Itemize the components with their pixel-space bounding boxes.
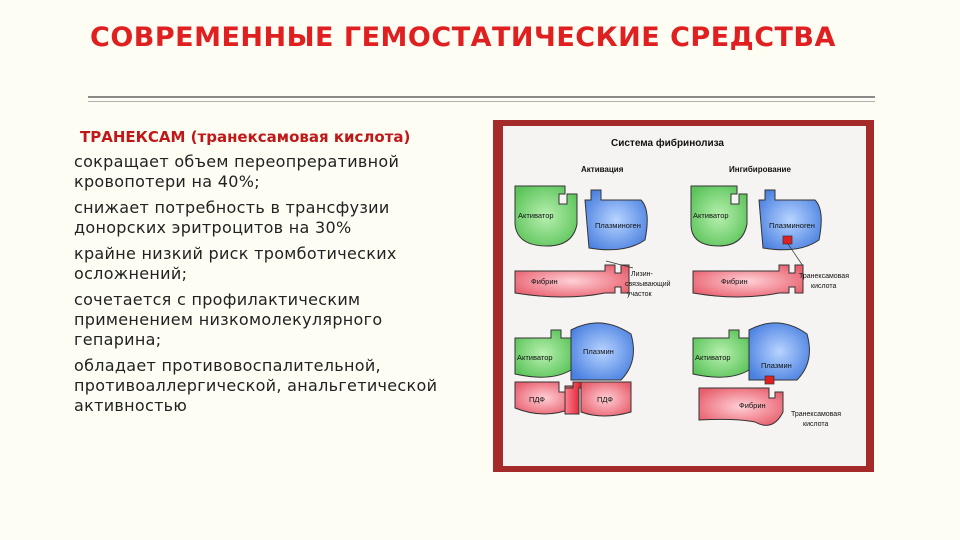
plasmin-label-2: Плазмин [761,361,792,370]
pdf-label-right: ПДФ [597,395,613,404]
drug-subtitle: ТРАНЕКСАМ (транексамовая кислота) [80,128,411,146]
tranexamic-marker [782,235,793,245]
inhibition-heading: Ингибирование [729,165,791,174]
activator-shape-2 [514,329,572,378]
activator-label-3: Активатор [693,211,729,220]
title-divider-thin [88,101,875,102]
fibrin-label-2: Фибрин [721,277,748,286]
tranexamic-label: кислота [811,283,837,290]
activator-label: Активатор [518,211,554,220]
list-item: крайне низкий риск тромботических осложн… [74,244,397,283]
tranexamic-label-2: Транексамовая [791,411,841,418]
title-divider [88,96,875,98]
plasminogen-label: Плазминоген [595,221,641,230]
activator-shape-3 [690,185,748,247]
benefits-list: сокращает объем переопреративной кровопо… [74,152,494,422]
pointer-line [605,260,634,269]
lysine-site-label: участок [627,291,653,298]
pdf-shape-left [514,381,574,415]
fibrin-label-3: Фибрин [739,401,766,410]
lysine-site-label: Лизин- [631,271,653,278]
activator-label-4: Активатор [695,353,731,362]
list-item: снижает потребность в трансфузии донорск… [74,198,390,237]
activator-shape [514,185,578,247]
tranexamic-label: Транексамовая [799,273,849,280]
pointer-line [787,243,804,267]
plasminogen-shape [584,189,648,251]
plasminogen-label-2: Плазминоген [769,221,815,230]
activator-label-2: Активатор [517,353,553,362]
pdf-shape-right [580,381,632,417]
lysine-site-label: связывающий [625,280,671,288]
diagram-svg: Система фибринолиза Активация Ингибирова… [514,137,849,428]
fibrin-shape [514,264,630,298]
fibrin-shape-2 [692,264,804,298]
activator-shape-4 [692,329,750,378]
figure-title: Система фибринолиза [611,137,724,149]
fibrin-label: Фибрин [531,277,558,286]
tranexamic-marker-2 [764,375,775,385]
fibrinolysis-diagram: Система фибринолиза Активация Ингибирова… [493,120,874,472]
fibrin-shape-3 [698,387,784,426]
plasminogen-shape-2 [758,189,822,251]
plasmin-shape-2 [748,322,810,381]
pdf-label-left: ПДФ [529,395,545,404]
list-item: сокращает объем переопреративной кровопо… [74,152,400,191]
activation-heading: Активация [581,165,624,174]
diagram-canvas: Система фибринолиза Активация Ингибирова… [503,126,866,466]
list-item: обладает противовоспалительной, противоа… [74,356,438,415]
plasmin-label: Плазмин [583,347,614,356]
list-item: сочетается с профилактическим применение… [74,290,383,349]
slide-title: СОВРЕМЕННЫЕ ГЕМОСТАТИЧЕСКИЕ СРЕДСТВА [90,22,836,53]
plasmin-shape [570,322,634,381]
tranexamic-label-2: кислота [803,421,829,428]
